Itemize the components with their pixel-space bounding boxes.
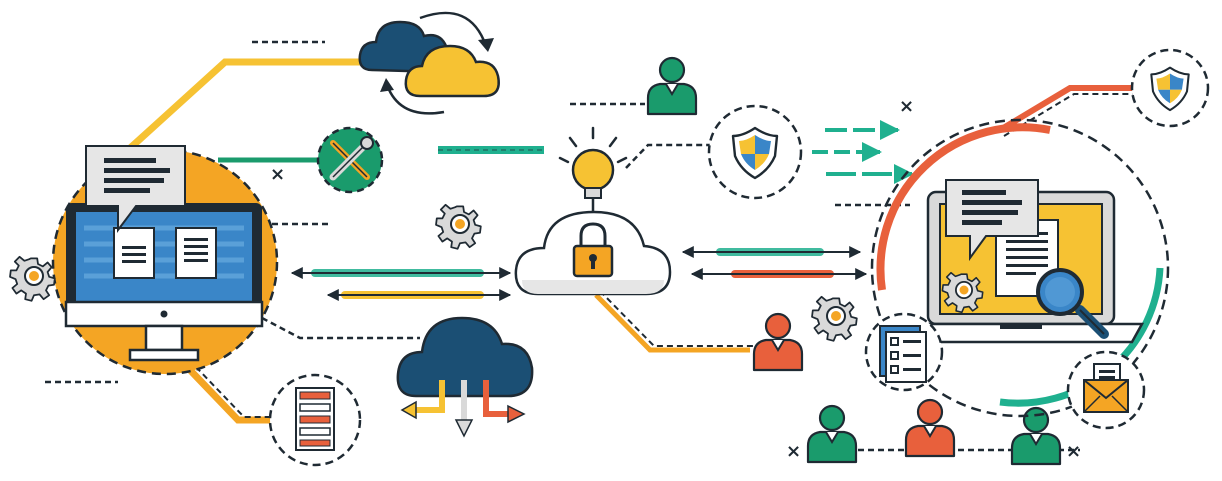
shield-icon [707,104,803,200]
desktop-node [51,145,279,376]
magnifier-icon [1036,268,1109,339]
envelope-icon [1066,350,1146,430]
x-mark: × [1066,441,1081,462]
gear-icon [8,255,56,302]
user-icon [646,56,698,116]
data-transfer-arrows [290,120,914,301]
user-icon [806,404,858,464]
cloud-sync-icon [358,11,500,115]
x-mark: × [786,441,801,462]
x-mark: × [270,164,285,185]
shield-icon [1130,48,1210,128]
chat-bubble-icon [945,179,1039,262]
cloud-download-icon [396,316,534,438]
chat-bubble-icon [85,145,186,233]
user-icon [904,398,956,458]
cloud-lock-icon [514,210,672,296]
laptop-node [870,118,1170,418]
x-mark: × [899,96,914,117]
wrench-screwdriver-icon [316,126,384,194]
gear-icon [810,295,858,342]
gear-icon [941,271,984,314]
user-icon [752,312,804,372]
checklist-icon [864,312,944,392]
lightbulb-icon [558,126,628,214]
monitor-icon [64,203,264,362]
gear-icon [434,203,482,250]
server-icon [268,373,362,467]
